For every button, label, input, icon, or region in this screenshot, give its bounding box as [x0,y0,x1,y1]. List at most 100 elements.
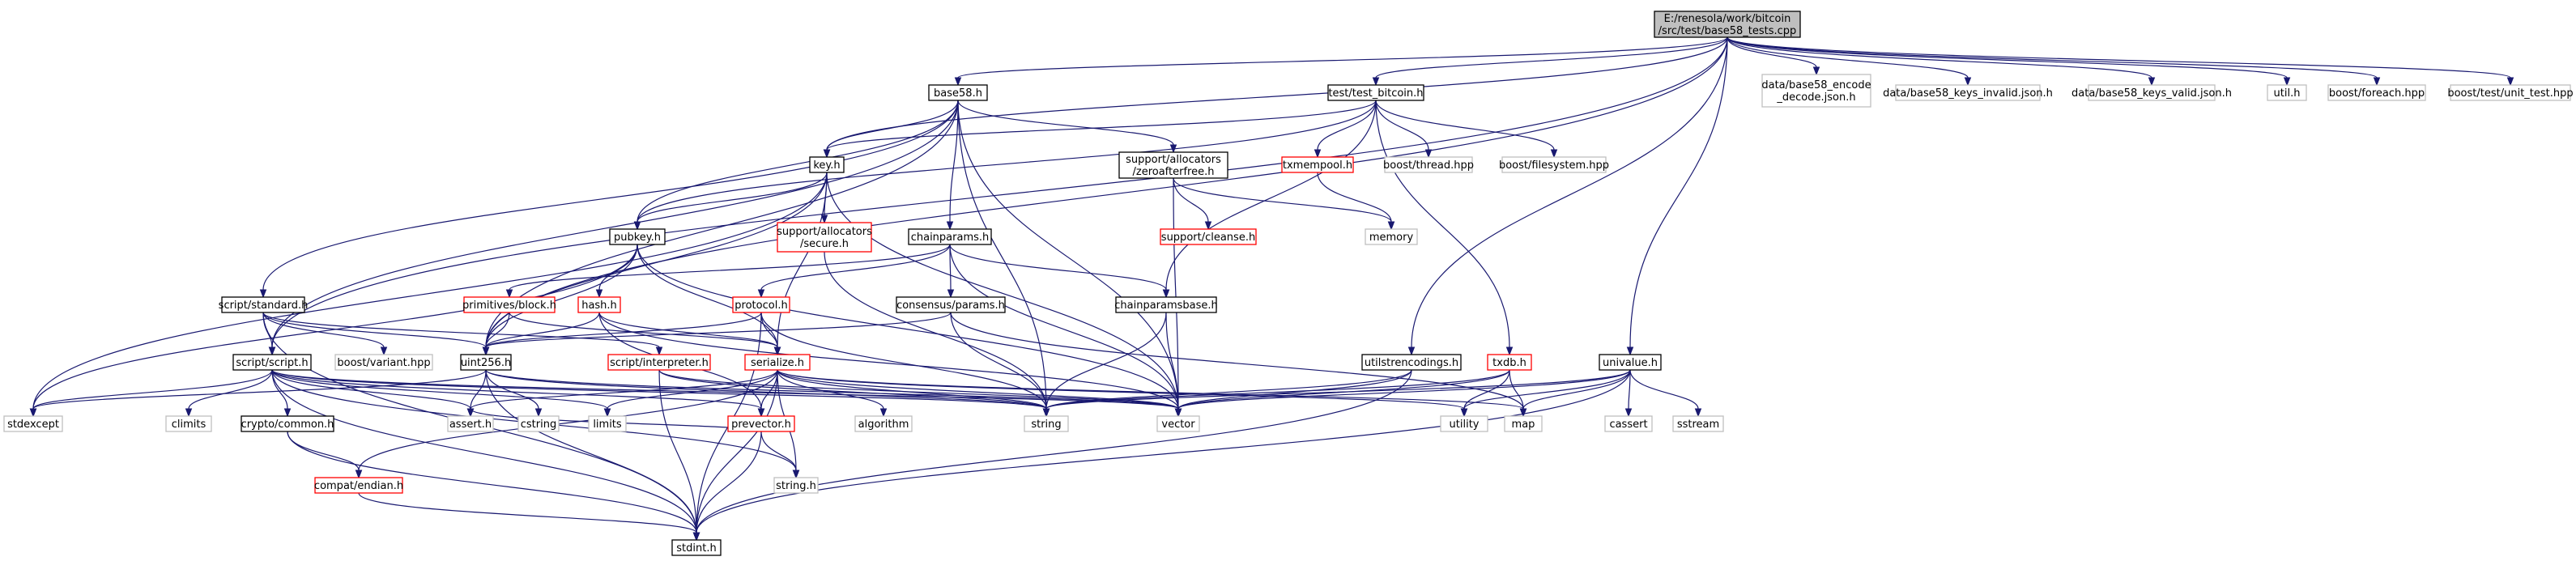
node-stringh[interactable]: string.h [773,477,819,494]
node-bfs[interactable]: boost/filesystem.hpp [1499,156,1609,173]
edge-line [777,369,1047,410]
edge-line [1727,36,1817,68]
node-d_inv[interactable]: data/base58_keys_invalid.json.h [1883,84,2053,101]
node-variant[interactable]: boost/variant.hpp [334,354,433,371]
node-stdint[interactable]: stdint.h [671,539,722,556]
edge-arrowhead [792,470,800,479]
edge-line [1177,369,1631,410]
edge-line [470,369,487,410]
node-label: string [1031,419,1061,431]
node-bthread[interactable]: boost/thread.hpp [1383,156,1474,173]
edge-line [188,369,273,410]
node-common[interactable]: crypto/common.h [241,415,334,432]
node-uint256[interactable]: uint256.h [460,354,512,371]
node-base58[interactable]: base58.h [928,84,988,101]
edge-consensus-to-uint256 [482,312,952,356]
node-pubkey[interactable]: pubkey.h [609,228,666,245]
edge-line [485,100,959,348]
node-sstream[interactable]: sstream [1672,415,1724,432]
edge-line [1375,100,1555,151]
edge-line [1727,36,2378,79]
node-chainparams[interactable]: chainparams.h [908,228,992,245]
node-utilstr[interactable]: utilstrencodings.h [1361,354,1462,371]
nodes-layer: E:/renesola/work/bitcoin/src/test/base58… [3,11,2574,556]
edge-pubkey-to-stdexcept [29,244,638,418]
node-climits[interactable]: climits [165,415,212,432]
node-box [241,415,334,432]
node-bforeach[interactable]: boost/foreach.hpp [2327,84,2426,101]
node-consensus[interactable]: consensus/params.h [896,296,1006,313]
node-zeroafter[interactable]: support/allocators/zeroafterfree.h [1118,151,1228,179]
edge-line [950,312,1524,410]
edge-arrowhead [773,346,781,356]
node-cleanse[interactable]: support/cleanse.h [1160,228,1257,245]
edge-arrowhead [633,221,641,231]
node-bunit[interactable]: boost/test/unit_test.hpp [2447,84,2574,101]
node-interp[interactable]: script/interpreter.h [607,354,711,371]
node-box [609,228,666,245]
node-box [1281,156,1354,173]
node-block[interactable]: primitives/block.h [462,296,556,313]
node-box [577,296,621,313]
node-label: stdexcept [7,419,59,431]
node-test_bitcoin[interactable]: test/test_bitcoin.h [1327,84,1424,101]
node-cassert[interactable]: cassert [1604,415,1653,432]
node-protocol[interactable]: protocol.h [732,296,790,313]
node-label: utilstrencodings.h [1365,357,1458,369]
node-box [1361,354,1462,371]
node-memory[interactable]: memory [1365,228,1418,245]
node-box [334,354,433,371]
node-label: climits [172,419,207,431]
node-key[interactable]: key.h [809,156,845,173]
node-univalue[interactable]: univalue.h [1599,354,1662,371]
node-txdb[interactable]: txdb.h [1487,354,1532,371]
edge-base58-to-key [823,100,959,159]
node-box [2450,84,2571,101]
node-algorithm[interactable]: algorithm [854,415,913,432]
node-stdexcept[interactable]: stdexcept [3,415,63,432]
node-serialize[interactable]: serialize.h [744,354,811,371]
edge-prevector-to-stringh [760,431,800,479]
edge-line [1165,100,1377,291]
node-d_enc[interactable]: data/base58_encode_decode.json.h [1761,74,1871,108]
node-label: /secure.h [800,238,849,250]
node-root[interactable]: E:/renesola/work/bitcoin/src/test/base58… [1654,11,1801,38]
node-vector[interactable]: vector [1156,415,1200,432]
node-label: txmempool.h [1283,159,1352,172]
node-label: consensus/params.h [896,300,1005,312]
edge-line [1173,177,1179,410]
node-script[interactable]: script/script.h [232,354,312,371]
node-utility[interactable]: utility [1440,415,1488,432]
node-box [314,477,403,494]
node-string[interactable]: string [1024,415,1069,432]
node-util[interactable]: util.h [2267,84,2307,101]
edge-line [271,100,959,348]
node-label: test/test_bitcoin.h [1328,87,1423,100]
edge-line [1522,369,1631,410]
node-label: key.h [813,159,840,172]
edge-line [696,369,1412,533]
edge-line [950,312,1047,410]
edge-arrowhead [1460,408,1468,418]
node-map[interactable]: map [1504,415,1543,432]
node-box [1487,354,1532,371]
node-asserth[interactable]: assert.h [447,415,494,432]
node-cstring[interactable]: cstring [517,415,560,432]
edge-script-to-climits [185,369,273,418]
node-hash[interactable]: hash.h [577,296,621,313]
node-secure[interactable]: support/allocators/secure.h [777,222,872,253]
edge-arrowhead [820,215,828,224]
edge-test_bitcoin-to-bthread [1375,100,1433,159]
node-standard[interactable]: script/standard.h [219,296,309,313]
node-endian[interactable]: compat/endian.h [314,477,403,494]
node-cpbase[interactable]: chainparamsbase.h [1114,296,1218,313]
edge-line [485,312,952,348]
edge-arrowhead [1387,221,1395,231]
edge-base58-to-uint256 [482,100,959,356]
edge-line [637,100,959,223]
node-prevector[interactable]: prevector.h [727,415,795,432]
node-txmempool[interactable]: txmempool.h [1281,156,1354,173]
node-limits[interactable]: limits [588,415,627,432]
edge-block-to-serialize [509,312,781,356]
node-d_val[interactable]: data/base58_keys_valid.json.h [2071,84,2232,101]
